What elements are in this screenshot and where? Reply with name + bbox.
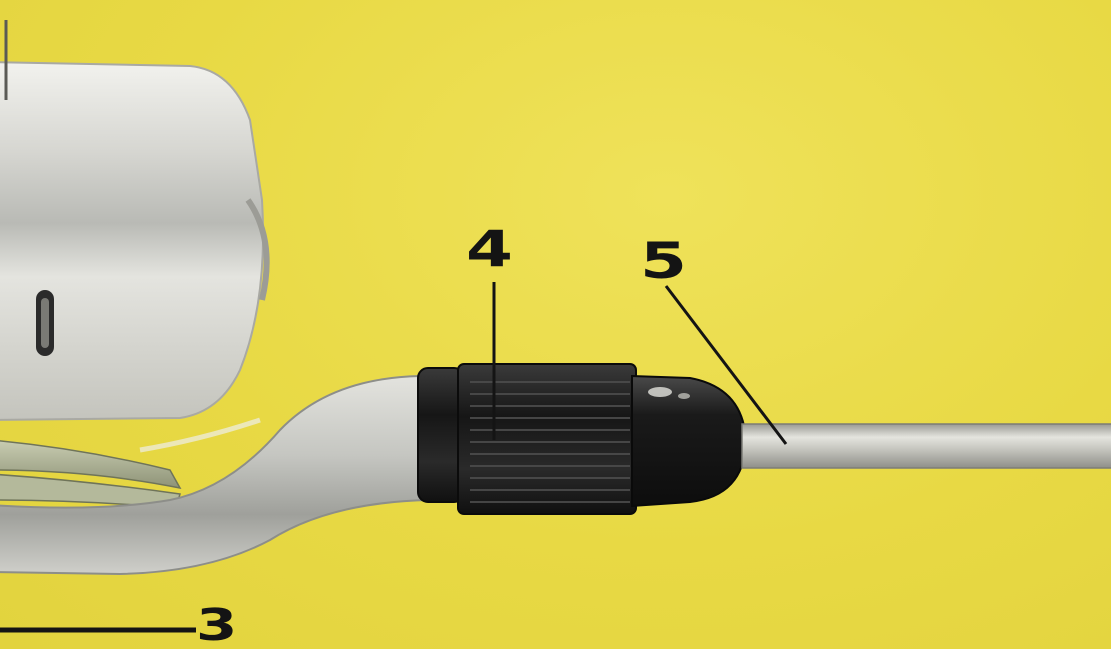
knurled-nut [418, 364, 636, 514]
rod [742, 424, 1111, 468]
callout-label-3: 3 [196, 604, 237, 648]
callout-label-4: 4 [466, 224, 513, 274]
motor-housing [0, 20, 267, 420]
callout-label-5: 5 [640, 236, 687, 286]
